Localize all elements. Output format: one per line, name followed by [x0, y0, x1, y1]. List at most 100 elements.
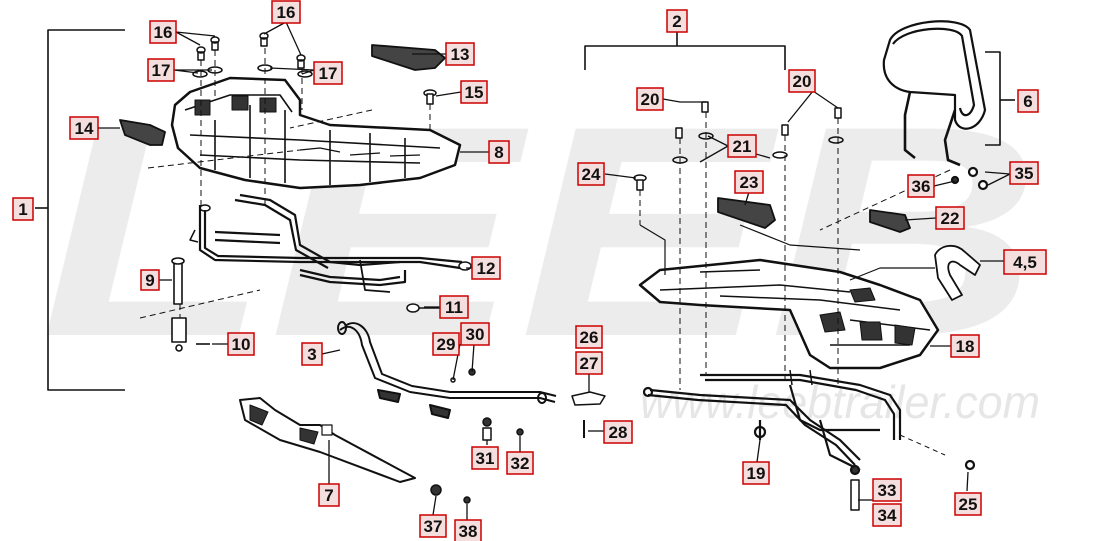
- callout-box: [271, 0, 301, 24]
- callout-box: [506, 451, 534, 475]
- callout-box: [636, 87, 664, 111]
- callout-c36: 36: [907, 174, 935, 198]
- callout-label: 4,5: [1013, 253, 1037, 272]
- callout-box: [313, 61, 343, 85]
- left-rack-frame: [189, 193, 472, 293]
- callout-label: 37: [424, 517, 443, 536]
- callout-box: [12, 197, 34, 221]
- callout-box: [907, 174, 935, 198]
- callout-box: [149, 20, 177, 44]
- callout-box: [445, 42, 475, 66]
- callout-label: 11: [445, 298, 463, 317]
- callout-label: 19: [747, 464, 766, 483]
- callout-label: 25: [959, 495, 978, 514]
- callout-label: 2: [672, 12, 681, 31]
- watermark-site: www.leebtrailer.com: [640, 376, 1040, 428]
- callout-box: [872, 503, 902, 527]
- callout-label: 7: [324, 486, 333, 505]
- callout-c7: 7: [318, 483, 340, 507]
- callout-c10: 10: [227, 332, 255, 356]
- left-guide-lines: [139, 48, 431, 319]
- callout-c35: 35: [1009, 161, 1039, 185]
- callout-label: 22: [941, 209, 960, 228]
- callout-label: 38: [459, 522, 478, 541]
- callout-box: [432, 332, 460, 356]
- callout-box: [227, 332, 255, 356]
- callout-label: 14: [75, 119, 94, 138]
- callout-c11: 11: [439, 295, 469, 319]
- callout-box: [488, 140, 510, 164]
- callout-c16b: 16: [271, 0, 301, 24]
- callout-box: [666, 9, 688, 33]
- callout-c18: 18: [950, 334, 980, 358]
- callout-c34: 34: [872, 503, 902, 527]
- callout-box: [419, 514, 447, 538]
- callout-label: 26: [580, 328, 599, 347]
- callout-c2: 2: [666, 9, 688, 33]
- callout-c29: 29: [432, 332, 460, 356]
- callout-box: [471, 256, 501, 280]
- callout-c20b: 20: [788, 69, 816, 93]
- callout-label: 23: [740, 173, 759, 192]
- callout-c37: 37: [419, 514, 447, 538]
- bracket-7: [239, 397, 416, 483]
- callout-c24: 24: [577, 162, 605, 186]
- callout-label: 17: [319, 64, 338, 83]
- callout-label: 31: [476, 449, 495, 468]
- callout-label: 33: [878, 481, 897, 500]
- callout-box: [788, 69, 816, 93]
- callout-label: 20: [793, 72, 812, 91]
- callout-c19: 19: [742, 461, 770, 485]
- callout-box: [69, 116, 99, 140]
- callout-box: [301, 342, 323, 366]
- callout-label: 32: [511, 454, 530, 473]
- callout-box: [318, 483, 340, 507]
- callout-label: 21: [733, 137, 752, 156]
- callout-label: 13: [451, 45, 470, 64]
- right-rack-frame: [642, 369, 976, 511]
- fasteners-lower-left: [430, 368, 606, 504]
- right-rack-assembly: [584, 20, 1015, 511]
- callout-box: [439, 295, 469, 319]
- callout-c21: 21: [727, 134, 757, 158]
- callout-label: 36: [912, 177, 931, 196]
- callout-box: [577, 162, 605, 186]
- callout-c25: 25: [954, 492, 982, 516]
- callout-c20a: 20: [636, 87, 664, 111]
- callout-c13: 13: [445, 42, 475, 66]
- callout-box: [147, 58, 175, 82]
- callout-box: [603, 420, 633, 444]
- callout-label: 10: [232, 335, 251, 354]
- callout-label: 8: [494, 143, 503, 162]
- callout-label: 18: [956, 337, 975, 356]
- callout-c27: 27: [575, 351, 603, 375]
- callout-c23: 23: [734, 170, 764, 194]
- callout-box: [460, 322, 490, 346]
- callout-c33: 33: [872, 478, 902, 502]
- callout-label: 35: [1015, 164, 1034, 183]
- callout-c30: 30: [460, 322, 490, 346]
- callout-label: 29: [437, 335, 456, 354]
- callout-box: [872, 478, 902, 502]
- callout-c32: 32: [506, 451, 534, 475]
- callout-c31: 31: [471, 446, 499, 470]
- callout-c17a: 17: [147, 58, 175, 82]
- callout-box: [734, 170, 764, 194]
- callout-c1: 1: [12, 197, 34, 221]
- callout-c16a: 16: [149, 20, 177, 44]
- callout-label: 30: [466, 325, 485, 344]
- callout-label: 27: [580, 354, 599, 373]
- callout-c14: 14: [69, 116, 99, 140]
- callout-box: [935, 206, 965, 230]
- callout-box: [1003, 249, 1047, 275]
- callout-box: [954, 492, 982, 516]
- right-pads: [717, 197, 981, 301]
- callout-label: 3: [307, 345, 316, 364]
- callout-label: 28: [609, 423, 628, 442]
- callout-c3: 3: [301, 342, 323, 366]
- callout-label: 9: [145, 271, 154, 290]
- callout-label: 34: [878, 506, 897, 525]
- callout-c8: 8: [488, 140, 510, 164]
